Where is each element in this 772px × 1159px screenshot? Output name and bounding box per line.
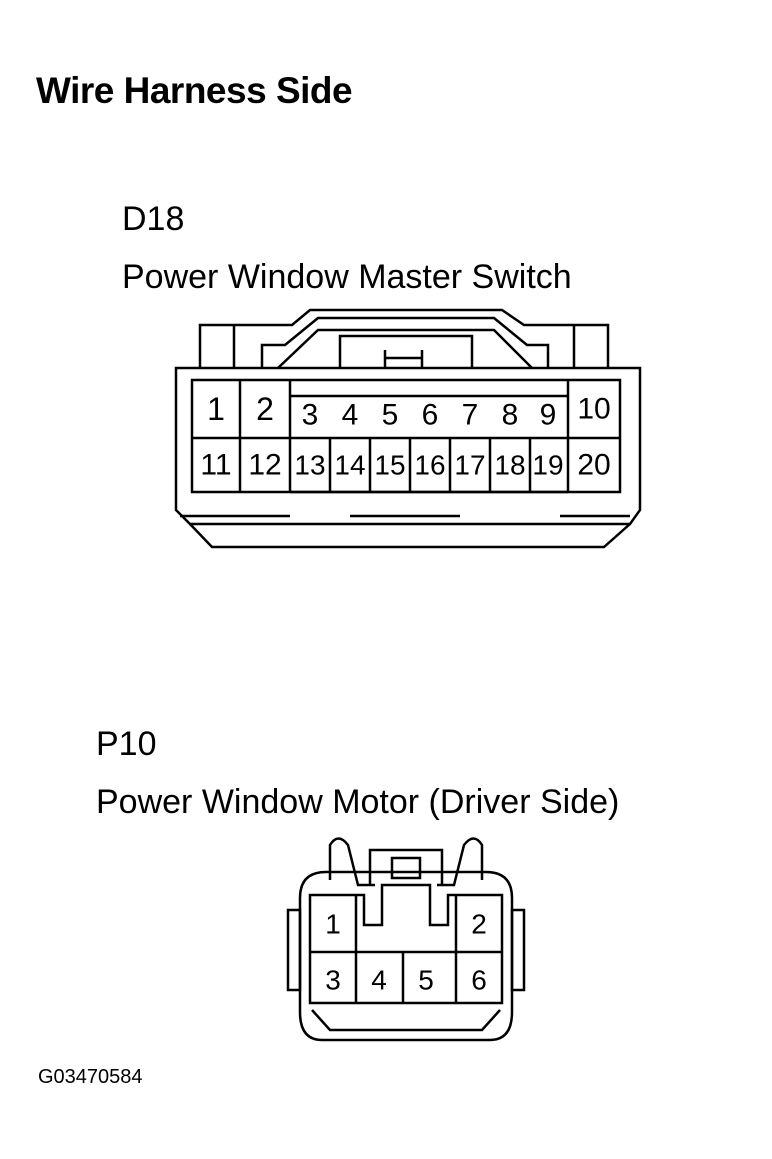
d18-pin-3: 3 — [302, 399, 319, 432]
connector-d18-code: D18 — [122, 200, 185, 238]
d18-pin-4: 4 — [342, 399, 359, 432]
figure-id: G03470584 — [38, 1066, 143, 1088]
connector-p10-code: P10 — [96, 725, 157, 763]
d18-pin-15: 15 — [374, 450, 405, 481]
connector-d18-name: Power Window Master Switch — [122, 258, 572, 296]
d18-pin-17: 17 — [454, 450, 485, 481]
p10-pin-3: 3 — [325, 965, 341, 996]
d18-pin-8: 8 — [502, 399, 519, 432]
d18-pin-20: 20 — [577, 449, 610, 482]
d18-pin-1: 1 — [207, 391, 225, 427]
d18-pin-9: 9 — [540, 399, 557, 432]
d18-pin-13: 13 — [294, 450, 325, 481]
d18-pin-5: 5 — [382, 399, 399, 432]
d18-pin-2: 2 — [256, 391, 274, 427]
p10-pin-1: 1 — [325, 909, 341, 940]
d18-pin-12: 12 — [248, 449, 281, 482]
d18-pin-grid — [190, 378, 622, 494]
p10-pin-6: 6 — [471, 965, 487, 996]
d18-pin-14: 14 — [334, 450, 365, 481]
d18-pin-11: 11 — [200, 449, 231, 482]
p10-pin-2: 2 — [471, 909, 487, 940]
d18-pin-10: 10 — [577, 393, 610, 426]
d18-pin-19: 19 — [532, 450, 563, 481]
page-title: Wire Harness Side — [36, 70, 353, 111]
p10-connector-housing — [286, 837, 526, 1042]
d18-connector-housing — [174, 308, 642, 549]
connector-p10-name: Power Window Motor (Driver Side) — [96, 783, 620, 821]
p10-pin-4: 4 — [371, 965, 387, 996]
d18-pin-16: 16 — [414, 450, 445, 481]
d18-pin-18: 18 — [494, 450, 525, 481]
p10-pin-5: 5 — [418, 965, 434, 996]
d18-pin-7: 7 — [462, 399, 479, 432]
d18-pin-6: 6 — [422, 399, 439, 432]
